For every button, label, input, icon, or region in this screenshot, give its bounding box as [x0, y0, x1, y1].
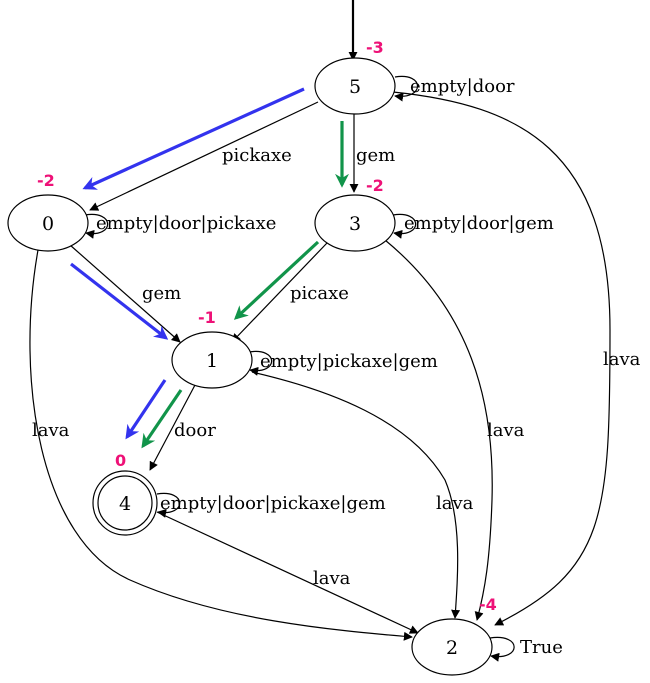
label-0-2: lava [32, 420, 70, 441]
node-0: 0 -2 [7, 171, 89, 252]
edge-0-2 [29, 249, 413, 641]
label-5-2: lava [603, 349, 641, 370]
node-score: -1 [198, 308, 216, 327]
label-5-3: gem [356, 145, 395, 166]
label-4-2: lava [313, 568, 351, 589]
label-3-2: lava [487, 420, 525, 441]
label-1-2: lava [436, 493, 474, 514]
loop-4 [156, 492, 181, 518]
node-score: -2 [366, 176, 384, 195]
node-score: -4 [479, 595, 497, 614]
path-blue-1-4 [125, 379, 167, 440]
label-5-0: pickaxe [222, 145, 292, 166]
edge-4-2 [156, 511, 419, 634]
edge-3-1 [231, 242, 328, 343]
path-green-1-4 [141, 389, 183, 449]
label-4-4: empty|door|pickaxe|gem [160, 493, 386, 514]
node-score: -2 [37, 171, 55, 190]
edge-5-2 [392, 91, 611, 626]
node-1: 1 -1 [171, 308, 253, 389]
loop-3 [392, 213, 417, 239]
node-label: 5 [349, 76, 361, 98]
node-score: 0 [115, 451, 126, 470]
label-1-1: empty|pickaxe|gem [260, 351, 438, 372]
node-label: 1 [206, 350, 218, 372]
label-0-1: gem [142, 283, 181, 304]
nodes: 5 -3 0 -2 3 -2 1 -1 4 0 2 -4 [7, 38, 497, 676]
label-2-2: True [520, 637, 563, 658]
node-5: 5 -3 [314, 38, 396, 115]
edge-1-4 [149, 384, 196, 471]
node-3: 3 -2 [314, 176, 396, 252]
highlighted-paths [70, 87, 349, 449]
node-label: 3 [349, 213, 361, 235]
loop-1 [248, 350, 273, 376]
label-1-4: door [174, 420, 216, 441]
label-0-0: empty|door|pickaxe [96, 213, 276, 234]
label-3-3: empty|door|gem [404, 213, 554, 234]
label-5-5: empty|door [410, 76, 515, 97]
node-score: -3 [366, 38, 384, 57]
path-green-3-1 [233, 240, 320, 320]
edge-1-2 [251, 371, 461, 619]
edge-5-0 [89, 101, 319, 211]
loop-5 [394, 75, 419, 102]
loop-0 [84, 213, 109, 239]
label-3-1: picaxe [290, 283, 349, 304]
node-label: 4 [119, 493, 131, 515]
node-4: 4 0 [92, 451, 158, 536]
node-label: 2 [446, 637, 458, 659]
path-blue-0-1 [70, 262, 169, 340]
node-label: 0 [42, 213, 54, 235]
path-blue-5-0 [82, 87, 305, 190]
node-2: 2 -4 [411, 595, 497, 676]
edge-3-2 [384, 239, 493, 621]
edges [29, 75, 611, 662]
edge-labels: empty|door pickaxe gem lava empty|door|p… [32, 76, 641, 658]
loop-2 [489, 636, 515, 662]
